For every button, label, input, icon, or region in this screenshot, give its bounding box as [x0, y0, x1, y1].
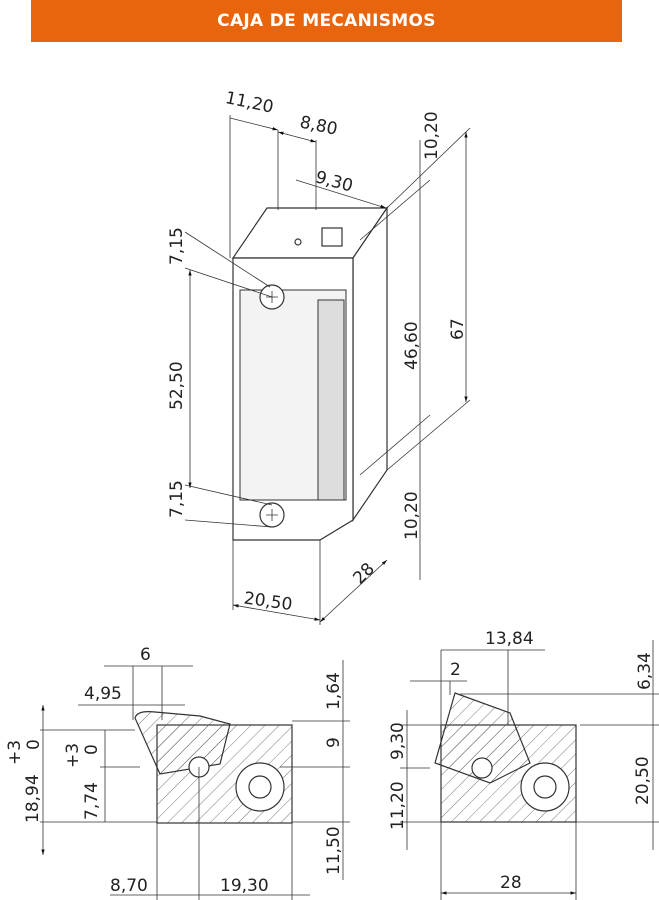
dim-6-34: 6,34: [635, 652, 655, 690]
dim-center-height: 46,60: [402, 321, 422, 370]
dim-top-width-a: 11,20: [223, 88, 275, 118]
dim-9: 9: [324, 737, 344, 748]
tol-b-plus: +3: [63, 743, 83, 768]
dim-19-30: 19,30: [220, 876, 269, 896]
dim-depth: 28: [349, 559, 378, 588]
dim-top-offset: 10,20: [422, 111, 442, 160]
dim-1-64: 1,64: [324, 672, 344, 710]
section-right: 13,84 2 6,34 9,30 11,20 20,50 28: [388, 629, 659, 900]
dim-13-84: 13,84: [485, 629, 534, 649]
dim-7-74: 7,74: [82, 782, 102, 820]
dim-2: 2: [450, 660, 461, 680]
dim-screw-bottom: 7,15: [167, 480, 187, 518]
dim-18-94: 18,94: [23, 774, 43, 823]
dim-bottom-offset: 10,20: [402, 491, 422, 540]
dim-9-30: 9,30: [388, 722, 408, 760]
section-header: CAJA DE MECANISMOS: [31, 0, 622, 42]
tol-a-zero: 0: [24, 739, 44, 750]
dim-4-95: 4,95: [84, 684, 122, 704]
dim-11-50: 11,50: [324, 826, 344, 875]
section-left: 6 4,95 +3 0 18,94 +3 0 7,74 1,64 9 11,50…: [5, 645, 350, 900]
dim-depth-top: 9,30: [313, 167, 355, 196]
dim-28: 28: [500, 873, 522, 893]
dim-width: 20,50: [243, 588, 294, 615]
tol-a-plus: +3: [5, 740, 25, 765]
dim-11-20: 11,20: [388, 781, 408, 830]
tol-b-zero: 0: [82, 744, 102, 755]
dim-6: 6: [140, 645, 151, 665]
dim-top-width-b: 8,80: [298, 112, 339, 139]
section-title: CAJA DE MECANISMOS: [217, 11, 436, 31]
dim-8-70: 8,70: [110, 876, 148, 896]
dim-screw-spacing: 52,50: [167, 361, 187, 410]
dim-20-50: 20,50: [633, 756, 653, 805]
front-view: 11,20 8,80 9,30 10,20 46,60 67 10,20 7,1…: [167, 88, 471, 625]
dim-screw-top: 7,15: [167, 227, 187, 265]
dim-total-height: 67: [448, 318, 468, 340]
